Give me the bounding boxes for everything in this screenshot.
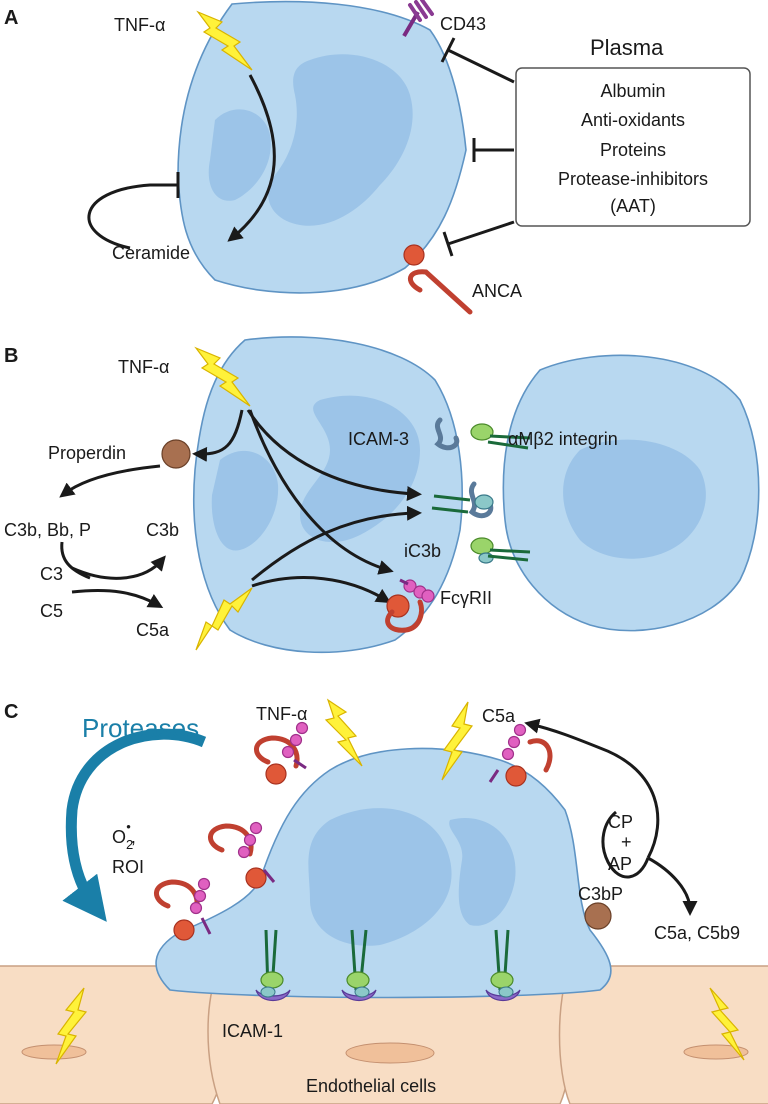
anca-antibody-icon xyxy=(154,877,212,941)
ceramide-feedback-inhibit xyxy=(87,172,180,250)
cp-ap-to-c5a-arrow xyxy=(524,718,660,859)
c5a-label-c: C5a xyxy=(482,706,516,726)
tnf-to-properdin-arrow xyxy=(192,409,244,462)
fcgrii-label: FcγRII xyxy=(440,588,492,608)
cp-ap-to-c5b9-arrow xyxy=(647,856,698,916)
o2-radical-dot: • xyxy=(126,819,131,834)
properdin-label: Properdin xyxy=(48,443,126,463)
panel-label-c: C xyxy=(4,701,18,723)
tnf-label-b: TNF-α xyxy=(118,357,169,377)
nucleus-b-left-lobe xyxy=(211,450,279,551)
plasma-item-antioxidants: Anti-oxidants xyxy=(581,110,685,130)
endothelial-nucleus xyxy=(21,1044,87,1060)
o2-label: O2 •, xyxy=(112,819,136,852)
plasma-item-proteins: Proteins xyxy=(600,140,666,160)
ic3b-label: iC3b xyxy=(404,541,441,561)
tnf-label-c: TNF-α xyxy=(256,704,307,724)
c5-to-c5a-arrow xyxy=(71,589,164,608)
panel-label-b: B xyxy=(4,345,18,367)
lightning-icon xyxy=(709,987,745,1061)
cd43-icon xyxy=(402,0,434,38)
nucleus-b-right xyxy=(563,439,706,559)
roi-label: ROI xyxy=(112,857,144,877)
cd43-label: CD43 xyxy=(440,14,486,34)
tnf-label-a: TNF-α xyxy=(114,15,165,35)
c3b-label: C3b xyxy=(146,520,179,540)
plasma-title: Plasma xyxy=(590,35,664,60)
lightning-icon xyxy=(55,987,88,1065)
plasma-item-aat: (AAT) xyxy=(610,196,656,216)
c5a-label-b: C5a xyxy=(136,620,170,640)
ap-label: AP xyxy=(608,854,632,874)
endothelial-label: Endothelial cells xyxy=(306,1076,436,1096)
icam3-label: ICAM-3 xyxy=(348,429,409,449)
c3bp-icon xyxy=(584,902,612,930)
endothelial-nucleus xyxy=(345,1042,435,1064)
c5a-to-fc-arrow xyxy=(251,576,392,604)
lightning-icon xyxy=(441,701,474,781)
c5a-to-integrin-arrow xyxy=(251,505,422,582)
plasma-inhibit-cd43 xyxy=(440,37,515,84)
nucleus-a-lobe xyxy=(208,109,271,201)
nucleus-a xyxy=(268,54,413,226)
o2-comma: , xyxy=(131,827,136,847)
plasma-box xyxy=(515,67,751,227)
nucleus-b-left xyxy=(300,395,420,543)
o2-text: O xyxy=(112,827,126,847)
integrin-icam1-complex-icon xyxy=(485,929,521,1002)
integrin-label: αMβ2 integrin xyxy=(508,429,618,449)
proteases-arrow xyxy=(62,728,207,922)
icam3-icon xyxy=(434,417,460,451)
nucleus-c-lobe xyxy=(449,818,516,926)
cp-label: CP xyxy=(608,812,633,832)
plus-label: + xyxy=(621,832,632,852)
tnf-to-integrin-arrow xyxy=(246,409,422,502)
c5a-c5b9-label: C5a, C5b9 xyxy=(654,923,740,943)
proteases-label: Proteases xyxy=(82,713,199,743)
integrin-icon xyxy=(470,423,531,450)
tnf-to-ceramide-arrow xyxy=(227,74,276,242)
icam1-label: ICAM-1 xyxy=(222,1021,283,1041)
ceramide-label: Ceramide xyxy=(112,243,190,263)
c3-label: C3 xyxy=(40,564,63,584)
properdin-icon xyxy=(161,439,191,469)
lightning-icon xyxy=(324,698,363,767)
integrin-icam1-complex-icon xyxy=(341,929,377,1002)
plasma-item-albumin: Albumin xyxy=(600,81,665,101)
plasma-inhibit-cell xyxy=(472,138,514,162)
integrin-ic3b-complex-icon xyxy=(431,481,494,519)
c5-label: C5 xyxy=(40,601,63,621)
plasma-item-protease-inhibitors: Protease-inhibitors xyxy=(558,169,708,189)
c3bp-label: C3bP xyxy=(578,884,623,904)
nucleus-c xyxy=(308,808,452,946)
lightning-icon xyxy=(195,587,253,651)
c3b-bb-p-to-c3-arc xyxy=(60,541,91,580)
fcgrii-antibody-icon xyxy=(385,578,435,633)
anca-antibody-icon xyxy=(403,244,473,315)
lightning-icon xyxy=(196,10,253,71)
c3b-bb-p-label: C3b, Bb, P xyxy=(4,520,91,540)
plasma-inhibit-anca xyxy=(442,220,515,257)
o2-subscript: 2 xyxy=(126,837,133,852)
panel-label-a: A xyxy=(4,7,18,29)
cp-ap-loop xyxy=(601,810,650,879)
integrin-icam1-complex-icon xyxy=(255,929,291,1002)
anca-antibody-icon xyxy=(208,821,276,889)
properdin-to-c3b-bb-p-arrow xyxy=(59,464,161,498)
tnf-to-fc-arrow xyxy=(248,409,394,575)
anca-antibody-icon xyxy=(254,721,309,785)
anca-label: ANCA xyxy=(472,281,522,301)
anca-antibody-icon xyxy=(488,723,553,787)
lightning-icon xyxy=(194,346,251,407)
c3-to-c3b-arrow xyxy=(71,555,166,580)
endothelial-nucleus xyxy=(683,1044,749,1060)
integrin-ic3b-icon xyxy=(470,537,531,564)
